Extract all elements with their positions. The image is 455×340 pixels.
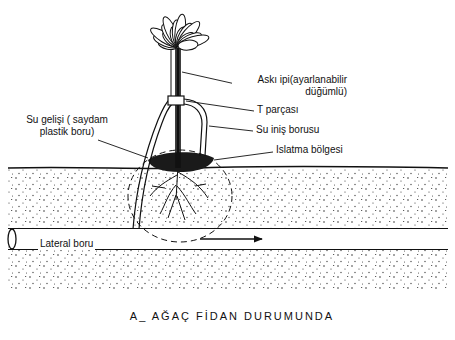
pipe-end [8,229,16,249]
part-label: Askı ipi(ayarlanabilir düğümlü) [232,74,348,98]
part-label: Islatma bölgesi [275,144,377,156]
part-label: Su iniş borusu [255,124,357,136]
ground-surface [8,167,448,169]
soil-texture [8,168,448,290]
leaf [178,39,199,51]
lateral-pipe: Lateral boru [8,228,448,250]
leaf [177,32,211,50]
drop-tube [184,104,202,156]
roots [150,165,208,220]
wetting-zone [148,152,214,172]
drop-tube [184,99,207,156]
supply-tube [139,104,172,229]
stem-fill [177,48,179,168]
figure-caption: A_ AĞAÇ FİDAN DURUMUNDA [130,310,334,322]
tree-canopy [148,14,210,51]
supply-tube [133,99,170,229]
pipe-interior [10,229,447,249]
t-piece [168,96,184,105]
part-label: Su gelişi ( saydam plastik boru) [10,114,124,138]
part-label: T parçası [256,104,338,116]
flow-arrow [200,238,262,239]
pipe-label: Lateral boru [38,238,95,250]
stem [176,48,180,168]
